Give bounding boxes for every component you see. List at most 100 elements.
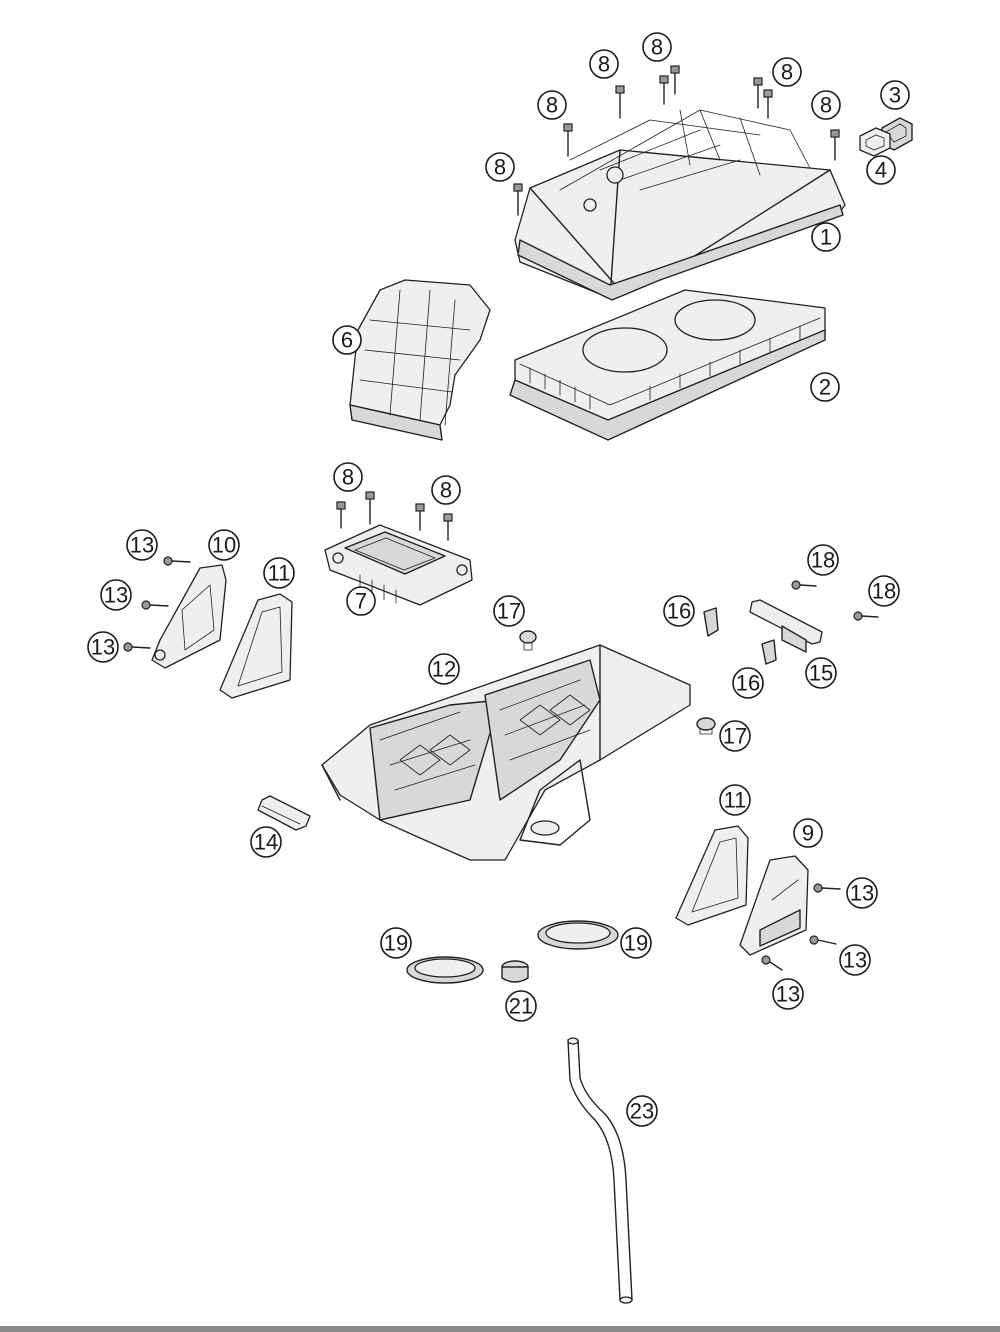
part-17-grommet-right (696, 717, 716, 735)
bolt (761, 955, 783, 971)
svg-text:23: 23 (630, 1099, 654, 1124)
svg-text:18: 18 (811, 548, 835, 573)
callout-21: 21 (505, 990, 537, 1022)
svg-text:13: 13 (130, 533, 154, 558)
callout-13: 13 (846, 877, 878, 909)
part-19-seal-right (537, 920, 619, 950)
svg-text:16: 16 (736, 671, 760, 696)
svg-text:18: 18 (872, 579, 896, 604)
svg-text:11: 11 (268, 561, 291, 586)
svg-text:19: 19 (384, 931, 408, 956)
bolt (123, 642, 151, 652)
part-17-grommet-top (519, 630, 537, 651)
callout-19: 19 (380, 927, 412, 959)
part-6-intake-duct (349, 279, 491, 441)
callout-13: 13 (87, 631, 119, 663)
callout-8: 8 (811, 90, 841, 120)
callout-8: 8 (537, 90, 567, 120)
bolt (443, 513, 453, 541)
callout-11: 11 (719, 784, 751, 816)
svg-text:9: 9 (802, 821, 814, 846)
svg-text:19: 19 (624, 931, 648, 956)
svg-text:11: 11 (724, 788, 747, 813)
part-10-bracket-left (151, 564, 227, 669)
svg-text:8: 8 (546, 93, 558, 118)
part-16-clip-nut (703, 607, 719, 637)
callout-1: 1 (811, 222, 841, 252)
part-18-screw-b (853, 611, 879, 621)
svg-text:13: 13 (104, 583, 128, 608)
part-12-airbox-housing (321, 644, 691, 861)
bolt (415, 503, 425, 531)
svg-text:3: 3 (889, 83, 901, 108)
part-2-air-filter (509, 289, 826, 441)
part-23-drain-hose (567, 1037, 633, 1304)
callout-17: 17 (719, 720, 751, 752)
svg-text:8: 8 (781, 60, 793, 85)
svg-text:8: 8 (342, 465, 354, 490)
svg-text:8: 8 (820, 93, 832, 118)
callout-13: 13 (100, 579, 132, 611)
callout-8: 8 (431, 475, 461, 505)
bolt (659, 75, 669, 105)
svg-text:6: 6 (341, 328, 353, 353)
bolt (336, 501, 346, 529)
svg-text:10: 10 (212, 533, 236, 558)
svg-text:21: 21 (509, 994, 533, 1019)
callout-18: 18 (868, 575, 900, 607)
svg-text:13: 13 (843, 948, 867, 973)
callout-9: 9 (793, 818, 823, 848)
callout-17: 17 (493, 595, 525, 627)
callout-6: 6 (332, 325, 362, 355)
svg-text:15: 15 (809, 661, 833, 686)
part-9-bracket-right (739, 855, 809, 956)
svg-text:1: 1 (820, 225, 832, 250)
svg-text:8: 8 (598, 52, 610, 77)
bolt (753, 77, 763, 109)
callout-8: 8 (333, 462, 363, 492)
part-1-filter-box-cover (514, 109, 846, 301)
callout-18: 18 (807, 544, 839, 576)
part-8-bolts-adaptor (336, 491, 453, 541)
bolt (365, 491, 375, 525)
svg-text:13: 13 (850, 881, 874, 906)
svg-text:7: 7 (355, 589, 367, 614)
bottom-rule (0, 1326, 1000, 1332)
callout-15: 15 (805, 657, 837, 689)
part-8-bolts-top (513, 65, 840, 216)
svg-text:8: 8 (440, 478, 452, 503)
bolt (563, 123, 573, 157)
callout-8: 8 (485, 152, 515, 182)
part-13-bolts-right (761, 883, 841, 971)
callout-13: 13 (839, 944, 871, 976)
svg-text:13: 13 (776, 982, 800, 1007)
callout-19: 19 (620, 927, 652, 959)
part-19-seal-left (406, 956, 484, 984)
bolt (763, 89, 773, 119)
callout-23: 23 (626, 1095, 658, 1127)
svg-text:16: 16 (667, 599, 691, 624)
bolt (813, 883, 841, 893)
svg-text:8: 8 (651, 35, 663, 60)
callout-2: 2 (810, 372, 840, 402)
callout-16: 16 (732, 667, 764, 699)
callout-12: 12 (428, 653, 460, 685)
svg-text:17: 17 (497, 599, 521, 624)
svg-text:14: 14 (254, 830, 278, 855)
part-4-gasket (859, 127, 891, 157)
callout-13: 13 (772, 978, 804, 1010)
part-11-gasket-right (675, 825, 749, 926)
callout-16: 16 (663, 595, 695, 627)
callout-14: 14 (250, 826, 282, 858)
svg-text:2: 2 (819, 375, 831, 400)
callout-8: 8 (589, 49, 619, 79)
bolt (670, 65, 680, 95)
part-16-clip-nut-lower (761, 639, 777, 665)
svg-text:17: 17 (723, 724, 747, 749)
part-11-gasket-left (219, 593, 293, 699)
callout-7: 7 (346, 586, 376, 616)
callout-8: 8 (642, 32, 672, 62)
part-15-strap (749, 599, 823, 653)
callout-labels: 8 8 8 8 8 8 3 4 1 6 2 8 8 13 10 11 13 13… (87, 32, 910, 1127)
